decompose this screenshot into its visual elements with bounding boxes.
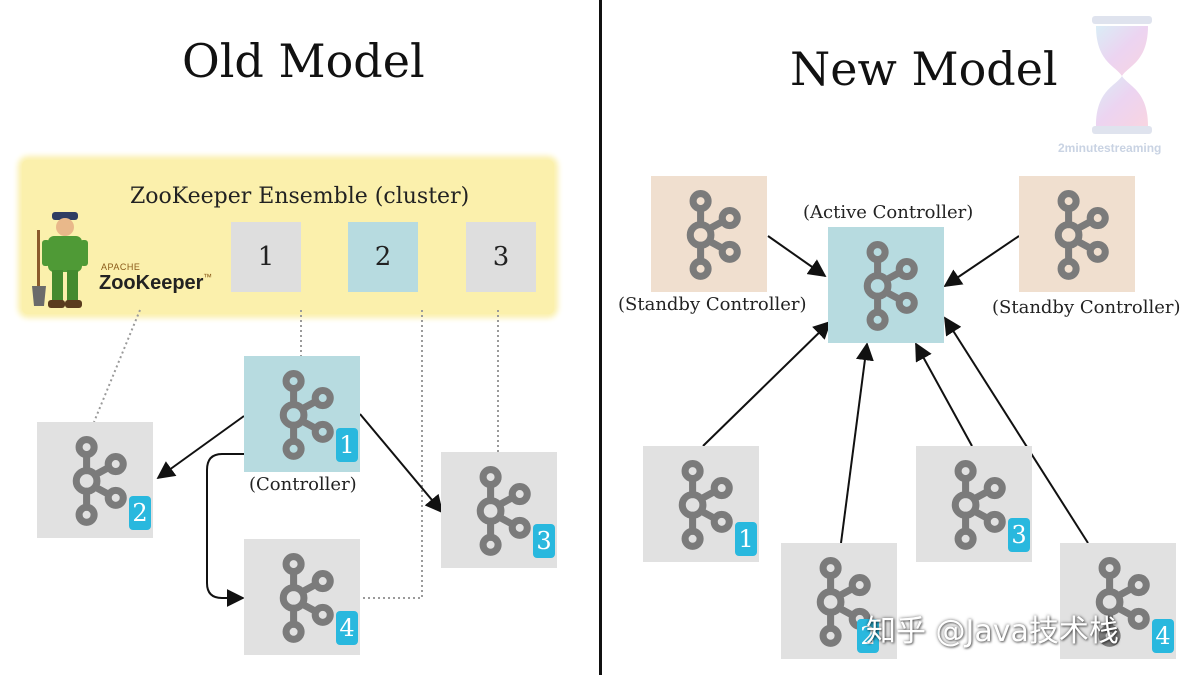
broker-id-badge: 2 — [857, 619, 879, 653]
old-controller-broker: 1 — [244, 356, 360, 472]
zookeeper-mascot-icon — [32, 212, 88, 308]
zookeeper-brand-tm: ™ — [203, 272, 213, 282]
standby-left-label: (Standby Controller) — [618, 294, 807, 315]
old-broker-4: 4 — [244, 539, 360, 655]
standby-controller-left — [651, 176, 767, 292]
model-divider — [599, 0, 602, 675]
old-model-connectors — [93, 309, 499, 607]
new-broker-3: 3 — [916, 446, 1032, 562]
watermark-brand: 2minutestreaming — [1058, 141, 1162, 155]
controller-arrow-broker-3 — [359, 413, 444, 514]
ensemble-label: ZooKeeper Ensemble (cluster) — [130, 184, 470, 209]
zk-link-broker-2 — [93, 309, 141, 423]
broker-2-arrow — [840, 342, 874, 544]
broker-id-badge: 1 — [735, 522, 757, 556]
controller-arrow-broker-2 — [156, 415, 245, 480]
zk-node-3: 3 — [466, 222, 536, 292]
controller-label: (Controller) — [249, 474, 357, 495]
old-model-title: Old Model — [182, 34, 425, 88]
new-model-connectors — [702, 235, 1089, 544]
broker-id-badge: 3 — [533, 524, 555, 558]
zk-link-broker-4 — [360, 310, 423, 599]
broker-id-badge: 1 — [336, 428, 358, 462]
old-broker-3: 3 — [441, 452, 557, 568]
standby-right-label: (Standby Controller) — [992, 297, 1181, 318]
controller-arrow-broker-4 — [206, 453, 245, 607]
active-controller-label: (Active Controller) — [803, 202, 974, 223]
new-broker-4: 4 — [1060, 543, 1176, 659]
kafka-logo-icon — [828, 227, 944, 343]
broker-4-arrow — [944, 316, 1089, 544]
kafka-logo-icon — [1019, 176, 1135, 292]
broker-id-badge: 4 — [336, 611, 358, 645]
new-model-title: New Model — [790, 42, 1058, 96]
zookeeper-brand-small: APACHE — [101, 262, 141, 272]
hourglass-logo-icon — [1092, 16, 1152, 134]
active-controller — [828, 227, 944, 343]
standby-right-arrow — [943, 235, 1020, 288]
broker-id-badge: 2 — [129, 496, 151, 530]
standby-controller-right — [1019, 176, 1135, 292]
zk-node-1: 1 — [231, 222, 301, 292]
standby-left-arrow — [767, 235, 827, 278]
zookeeper-brand: ZooKeeper — [99, 272, 204, 294]
new-broker-1: 1 — [643, 446, 759, 562]
zhihu-watermark: 知乎 @Java技术栈 — [866, 614, 1119, 649]
new-broker-2: 2 — [781, 543, 897, 659]
broker-1-arrow — [702, 320, 832, 447]
zk-node-2: 2 — [348, 222, 418, 292]
broker-id-badge: 4 — [1152, 619, 1174, 653]
old-broker-2: 2 — [37, 422, 153, 538]
broker-id-badge: 3 — [1008, 518, 1030, 552]
kafka-logo-icon — [651, 176, 767, 292]
broker-3-arrow — [915, 342, 973, 447]
